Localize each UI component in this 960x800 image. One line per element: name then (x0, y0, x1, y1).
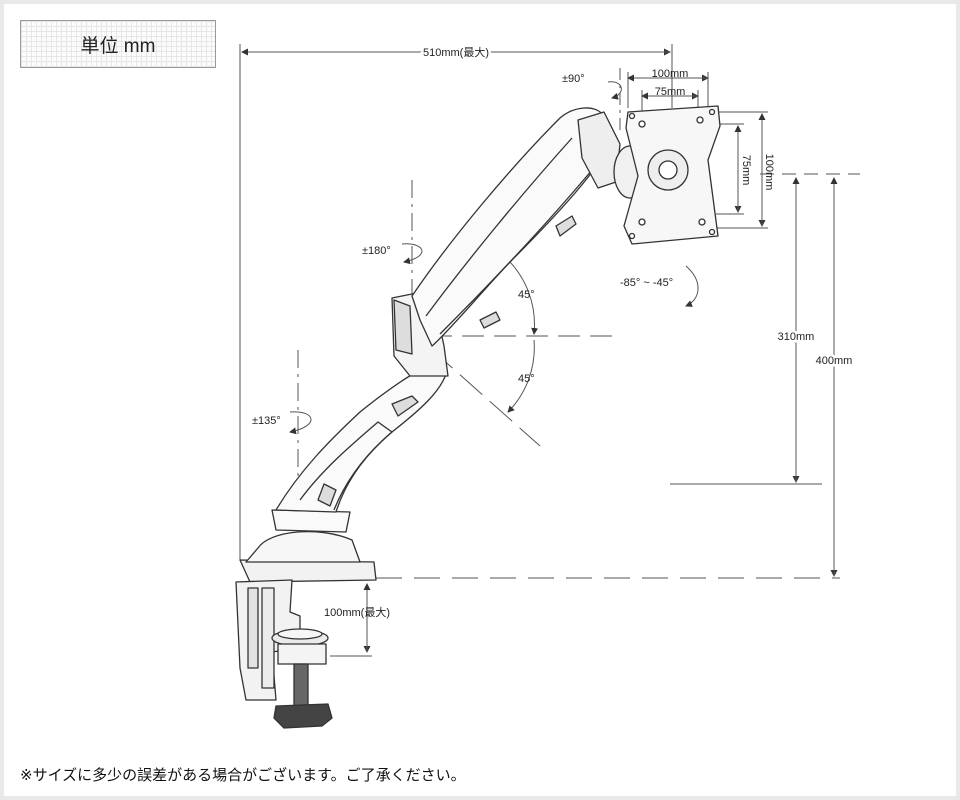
canvas-frame (4, 4, 956, 796)
vesa-inner-height-label: 75mm (740, 155, 752, 186)
dimension-lines (239, 44, 860, 657)
height-lower-label: 310mm (778, 331, 815, 343)
arm-angle-down-label: 45° (518, 373, 535, 385)
total-reach-label: 510mm(最大) (423, 45, 489, 59)
unit-label: 単位 mm (80, 35, 156, 57)
footnote: ※サイズに多少の誤差がある場合がございます。ご了承ください。 (20, 766, 466, 784)
lower-arm-rotation-label: ±135° (252, 415, 281, 427)
clamp-thickness-label: 100mm(最大) (324, 605, 390, 619)
vesa-inner-width-label: 75mm (655, 86, 686, 98)
upper-arm-rotation-label: ±180° (362, 245, 391, 257)
monitor-arm (235, 105, 721, 729)
unit-label-box: 単位 mm (20, 20, 216, 68)
arm-angle-up-label: 45° (518, 289, 535, 301)
tilt-label: -85° ~ -45° (620, 277, 673, 289)
vesa-outer-height-label: 100mm (763, 154, 775, 191)
vesa-outer-width-label: 100mm (652, 68, 689, 80)
height-upper-label: 400mm (816, 355, 853, 367)
head-swivel-label: ±90° (562, 73, 585, 85)
